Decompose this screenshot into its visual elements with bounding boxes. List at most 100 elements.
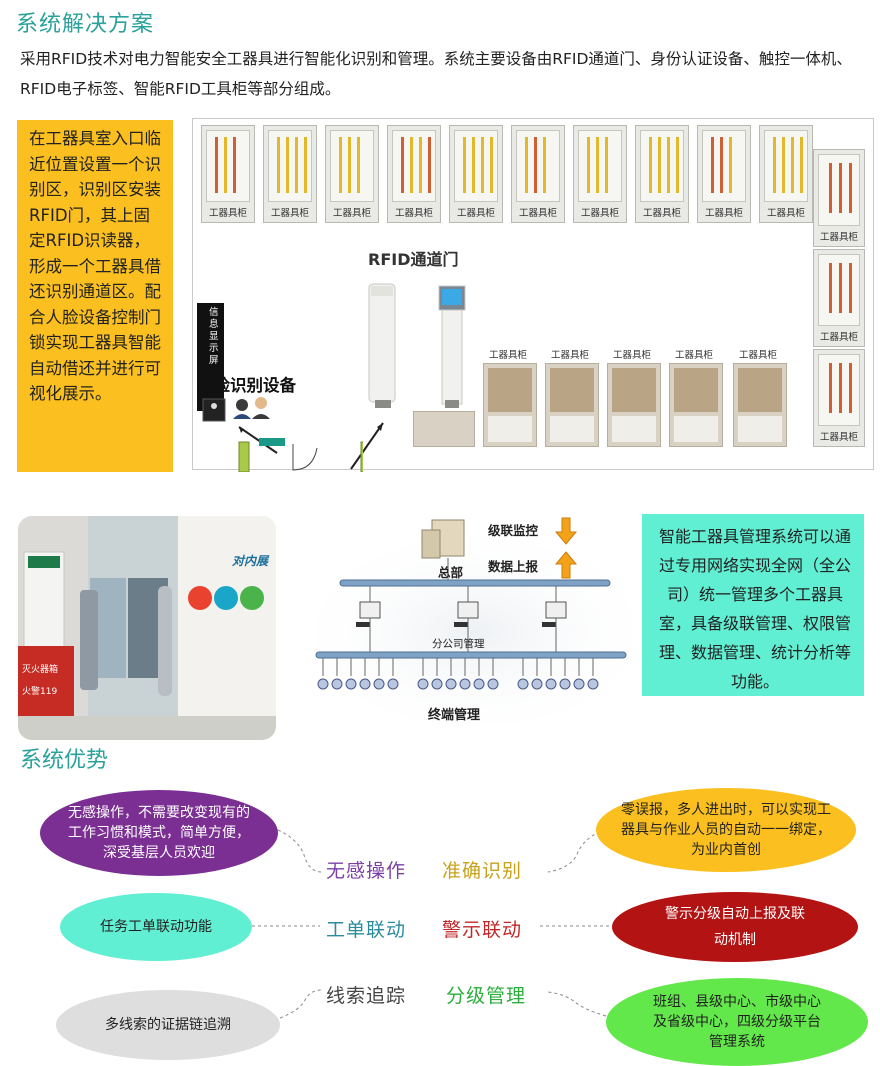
- cabinet-drawer: [738, 416, 782, 442]
- branch-computer-icon: [545, 601, 567, 619]
- cabinet-label: 工器具柜: [270, 208, 309, 219]
- advantages-title: 系统优势: [20, 748, 109, 773]
- cabinet-label: 工器具柜: [819, 332, 858, 343]
- keyword-seamless: 无感操作: [326, 860, 407, 882]
- tool-rod: [711, 137, 714, 193]
- cabinet-drawer: [550, 416, 594, 442]
- face-recognition-title: 人脸识别设备: [197, 376, 296, 395]
- low-tool-cabinet: [483, 363, 537, 447]
- gate-title: RFID通道门: [368, 250, 459, 269]
- fire-number-label: 火警119: [22, 687, 58, 697]
- cabinet-label: 工器具柜: [518, 208, 557, 219]
- low-tool-cabinet: [545, 363, 599, 447]
- tool-cabinet: 工器具柜: [573, 125, 627, 223]
- cabinet-drawer: [612, 416, 656, 442]
- low-tool-cabinet: [669, 363, 723, 447]
- cabinet-drawer: [674, 416, 718, 442]
- tool-rod: [357, 137, 360, 193]
- tool-rod: [277, 137, 280, 193]
- cabinet-window: [612, 368, 656, 412]
- entrance-door: [238, 438, 363, 472]
- low-cabinet-label: 工器具柜: [489, 350, 528, 361]
- cabinet-window: [764, 130, 808, 202]
- tool-rod: [304, 137, 307, 193]
- tool-rod: [224, 137, 227, 193]
- room-photo-illustration: [18, 516, 276, 740]
- cabinet-label: 工器具柜: [456, 208, 495, 219]
- tool-rod: [596, 137, 599, 193]
- tool-rod: [463, 137, 466, 193]
- cabinet-window: [488, 368, 532, 412]
- tool-rod: [829, 163, 832, 213]
- cabinet-label: 工器具柜: [642, 208, 681, 219]
- tool-cabinet: 工器具柜: [511, 125, 565, 223]
- tool-rod: [481, 137, 484, 193]
- terminal-device-icon: [373, 678, 385, 690]
- cabinet-window: [330, 130, 374, 202]
- side-cabinet: 工器具柜: [813, 349, 865, 447]
- cabinet-label: 工器具柜: [704, 208, 743, 219]
- terminal-device-icon: [345, 678, 357, 690]
- network-diagram: 总部 级联监控 数据上报 分公司管理 终端管理: [310, 512, 635, 727]
- cabinet-window: [702, 130, 746, 202]
- tool-cabinet: 工器具柜: [201, 125, 255, 223]
- tool-cabinet: 工器具柜: [759, 125, 813, 223]
- cabinet-window: [674, 368, 718, 412]
- tool-rod: [348, 137, 351, 193]
- tool-cabinet: 工器具柜: [635, 125, 689, 223]
- tool-rod: [829, 363, 832, 413]
- keyword-accurate: 准确识别: [442, 860, 523, 882]
- info-screen-bar: [197, 303, 224, 411]
- tool-rod: [782, 137, 785, 193]
- section-title: 系统解决方案: [16, 12, 155, 37]
- terminal-device-icon: [473, 678, 485, 690]
- bubble-seamless: 无感操作，不需要改变现有的工作习惯和模式，简单方便，深受基层人员欢迎: [40, 790, 278, 876]
- intro-paragraph: 采用RFID技术对电力智能安全工器具进行智能化识别和管理。系统主要设备由RFID…: [20, 50, 852, 98]
- terminal-device-icon: [459, 678, 471, 690]
- terminal-device-icon: [487, 678, 499, 690]
- tool-rod: [401, 137, 404, 193]
- report-label: 数据上报: [488, 559, 539, 574]
- bubble-trace: 多线索的证据链追溯: [56, 990, 280, 1060]
- keyword-alert: 警示联动: [442, 919, 523, 941]
- cabinet-window: [454, 130, 498, 202]
- cabinet-label: 工器具柜: [766, 208, 805, 219]
- tool-rod: [849, 263, 852, 313]
- keyword-workorder: 工单联动: [326, 919, 407, 941]
- tool-rod: [339, 137, 342, 193]
- floor-plan: 工器具柜工器具柜工器具柜工器具柜工器具柜工器具柜工器具柜工器具柜工器具柜工器具柜…: [192, 118, 874, 472]
- side-cabinet: 工器具柜: [813, 249, 865, 347]
- terminal-device-icon: [559, 678, 571, 690]
- tool-cabinet: 工器具柜: [449, 125, 503, 223]
- low-tool-cabinet: [733, 363, 787, 447]
- tool-rod: [215, 137, 218, 193]
- tool-rod: [233, 137, 236, 193]
- cabinet-window: [578, 130, 622, 202]
- photo-sign-text: 对内展: [232, 554, 269, 568]
- tool-rod: [729, 137, 732, 193]
- tool-rod: [543, 137, 546, 193]
- tool-rod: [791, 137, 794, 193]
- terminal-device-icon: [573, 678, 585, 690]
- cabinet-window: [818, 254, 860, 326]
- branch-label: 分公司管理: [432, 638, 485, 650]
- tool-rod: [773, 137, 776, 193]
- tool-rod: [720, 137, 723, 193]
- gate-arrow-icon: [350, 422, 384, 470]
- cabinet-label: 工器具柜: [819, 232, 858, 243]
- tool-rod: [525, 137, 528, 193]
- terminal-device-icon: [517, 678, 529, 690]
- bubble-workorder: 任务工单联动功能: [60, 893, 252, 961]
- cabinet-label: 工器具柜: [580, 208, 619, 219]
- cabinet-label: 工器具柜: [394, 208, 433, 219]
- info-screen-label: 信息显示屏: [209, 307, 219, 366]
- low-cabinet-label: 工器具柜: [551, 350, 590, 361]
- fire-box-label: 灭火器箱: [22, 665, 59, 675]
- bubble-accurate: 零误报，多人进出时，可以实现工器具与作业人员的自动一一绑定，为业内首创: [596, 788, 856, 872]
- terminal-device-icon: [417, 678, 429, 690]
- bubble-hierarchy: 班组、县级中心、市级中心及省级中心，四级分级平台管理系统: [606, 978, 868, 1066]
- tool-rod: [676, 137, 679, 193]
- terminal-device-icon: [431, 678, 443, 690]
- cabinet-drawer: [488, 416, 532, 442]
- entrance-note: 在工器具室入口临近位置设置一个识别区，识别区安装RFID门，其上固定RFID识读…: [17, 120, 173, 472]
